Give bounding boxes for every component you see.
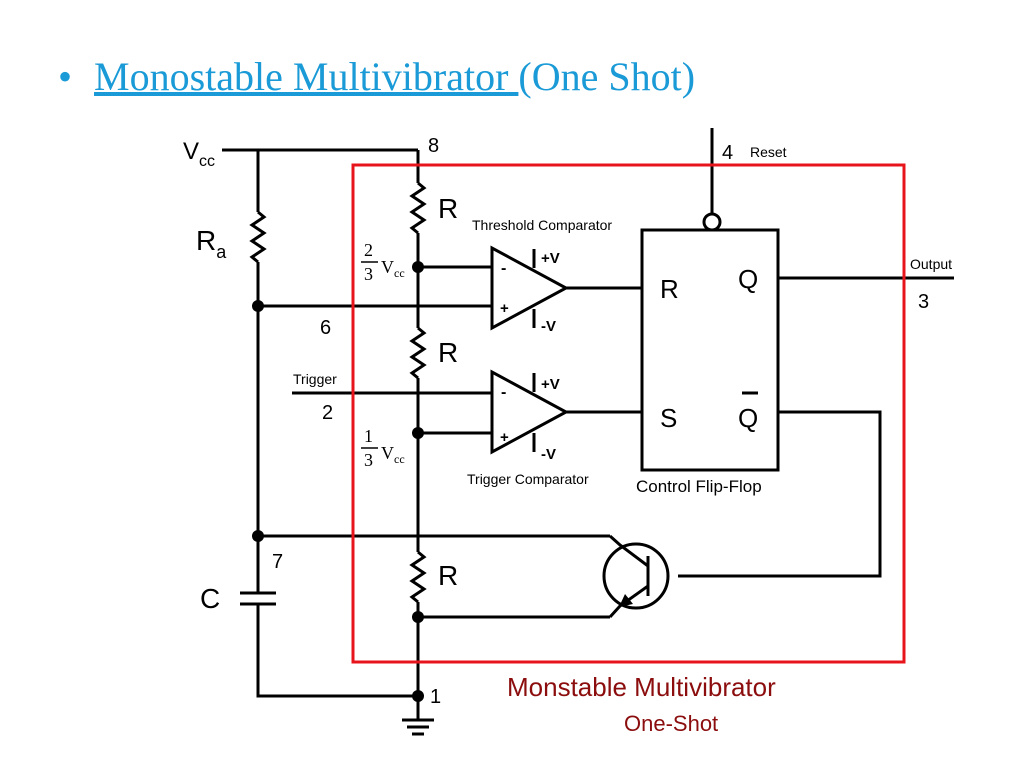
resistor-r3 xyxy=(409,550,427,604)
one-third-vcc: Vcc xyxy=(381,443,405,466)
slide-title: • Monostable Multivibrator (One Shot) xyxy=(58,52,695,102)
reset-label: Reset xyxy=(750,144,787,160)
trigger-supply-pos-label: +V xyxy=(541,376,560,393)
junction-ground xyxy=(412,690,424,702)
pin8-label: 8 xyxy=(428,135,439,157)
junction-pin6 xyxy=(252,300,264,312)
threshold-supply-neg-label: -V xyxy=(541,318,556,335)
two-thirds-numerator: 2 xyxy=(364,240,373,260)
resistor-r1 xyxy=(409,181,427,235)
chip-subtitle: One-Shot xyxy=(624,711,718,736)
resistor-r2 xyxy=(409,326,427,380)
resistor-r2-label: R xyxy=(438,337,458,368)
one-third-numerator: 1 xyxy=(364,426,373,446)
pin4-label: 4 xyxy=(722,142,733,164)
resistor-r3-label: R xyxy=(438,560,458,591)
trigger-plus-sign: + xyxy=(500,429,509,446)
pin6-label: 6 xyxy=(320,317,331,339)
bullet: • xyxy=(58,54,73,99)
two-thirds-denominator: 3 xyxy=(364,264,373,284)
ra-label: Ra xyxy=(196,225,227,262)
pin7-label: 7 xyxy=(272,551,283,573)
one-third-denominator: 3 xyxy=(364,450,373,470)
transistor-emitter-arrow xyxy=(619,594,633,607)
trigger-supply-neg-label: -V xyxy=(541,446,556,463)
transistor-collector xyxy=(608,534,649,568)
trigger-label: Trigger xyxy=(293,371,337,387)
discharge-transistor xyxy=(602,542,670,610)
trigger-comparator xyxy=(490,369,570,455)
threshold-minus-sign: - xyxy=(501,260,506,277)
ff-r-label: R xyxy=(660,274,679,304)
threshold-comparator-label: Threshold Comparator xyxy=(472,217,612,233)
chip-title: Monstable Multivibrator xyxy=(507,672,776,702)
pin3-label: 3 xyxy=(918,291,929,313)
trigger-comparator-label: Trigger Comparator xyxy=(467,471,589,487)
trigger-minus-sign: - xyxy=(501,384,506,401)
vcc-label: Vcc xyxy=(183,138,215,170)
qbar-wire xyxy=(678,410,882,578)
cap-label: C xyxy=(200,583,220,614)
output-label: Output xyxy=(910,256,952,272)
cap-bottom-wire xyxy=(256,604,418,698)
reset-bubble xyxy=(702,212,722,232)
threshold-plus-sign: + xyxy=(500,300,509,317)
ff-qbar-label: Q xyxy=(738,403,758,433)
junction-pin7 xyxy=(252,530,264,542)
threshold-supply-pos-label: +V xyxy=(541,250,560,267)
junction-one-third xyxy=(412,427,424,439)
junction-two-thirds xyxy=(412,261,424,273)
two-thirds-vcc: Vcc xyxy=(381,257,405,280)
title-link[interactable]: Monostable Multivibrator xyxy=(94,54,519,99)
threshold-comparator xyxy=(490,245,570,331)
ff-s-label: S xyxy=(660,403,677,433)
title-rest: (One Shot) xyxy=(518,54,696,99)
pin1-label: 1 xyxy=(430,686,441,708)
resistor-ra xyxy=(249,210,267,264)
pin2-label: 2 xyxy=(322,402,333,424)
flip-flop-caption: Control Flip-Flop xyxy=(636,477,762,496)
junction-emitter xyxy=(412,611,424,623)
ff-q-label: Q xyxy=(738,264,758,294)
resistor-r1-label: R xyxy=(438,193,458,224)
ic-boundary xyxy=(351,163,906,664)
